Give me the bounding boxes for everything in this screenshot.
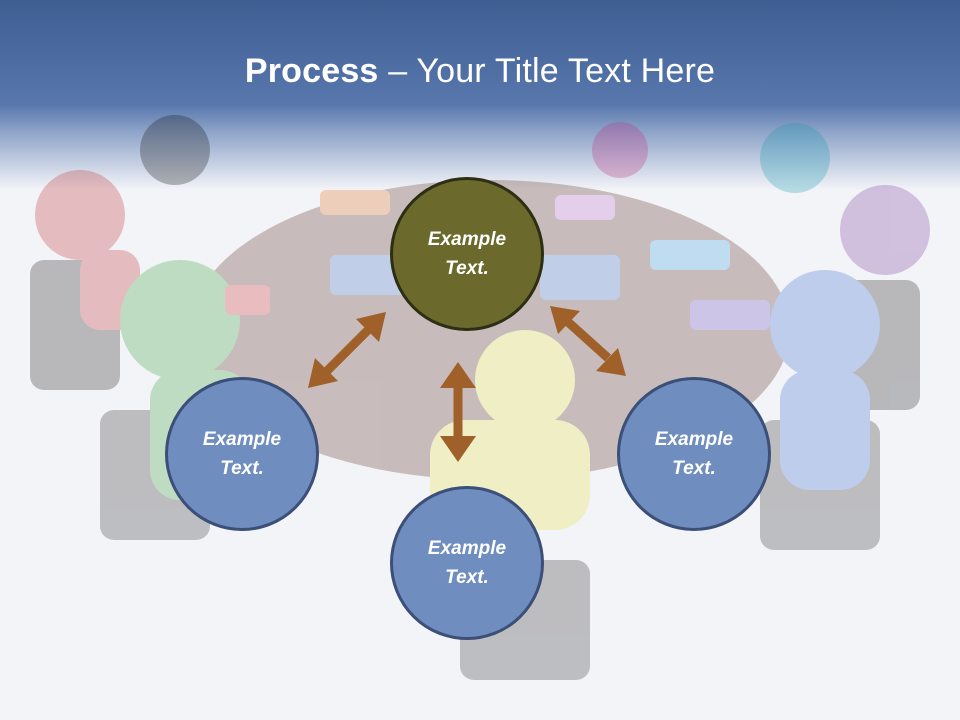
figure-purple-head <box>840 185 930 275</box>
puzzle-piece <box>690 300 770 330</box>
figure-orange-head <box>140 115 210 185</box>
puzzle-piece <box>540 255 620 300</box>
figure-blue-body <box>780 370 870 490</box>
double-arrow-middle <box>440 362 476 462</box>
node-left-label: Example Text. <box>202 429 282 479</box>
figure-yellow-head <box>475 330 575 430</box>
node-right-label: Example Text. <box>654 429 734 479</box>
figure-red-head <box>35 170 125 260</box>
puzzle-piece <box>650 240 730 270</box>
double-arrow-left <box>308 312 386 388</box>
process-node-center[interactable]: Example Text. <box>390 177 544 331</box>
slide-title: Process – Your Title Text Here <box>0 52 960 91</box>
title-rest-part: – Your Title Text Here <box>378 52 716 90</box>
node-center-label: Example Text. <box>427 229 507 279</box>
puzzle-piece <box>225 285 270 315</box>
chair-left <box>30 260 120 390</box>
figure-red-body <box>80 250 140 330</box>
puzzle-piece <box>320 190 390 215</box>
node-bottom-label: Example Text. <box>427 538 507 588</box>
double-arrow-right <box>550 306 626 376</box>
figure-cyan-head <box>760 123 830 193</box>
chair-right-front <box>760 420 880 550</box>
title-banner <box>0 0 960 190</box>
figure-green-head <box>120 260 240 380</box>
figure-blue-head <box>770 270 880 380</box>
puzzle-piece <box>555 195 615 220</box>
process-node-left[interactable]: Example Text. <box>165 377 319 531</box>
process-node-bottom[interactable]: Example Text. <box>390 486 544 640</box>
process-node-right[interactable]: Example Text. <box>617 377 771 531</box>
title-bold-part: Process <box>244 52 379 90</box>
chair-right <box>840 280 920 410</box>
figure-pink-head <box>592 122 648 178</box>
